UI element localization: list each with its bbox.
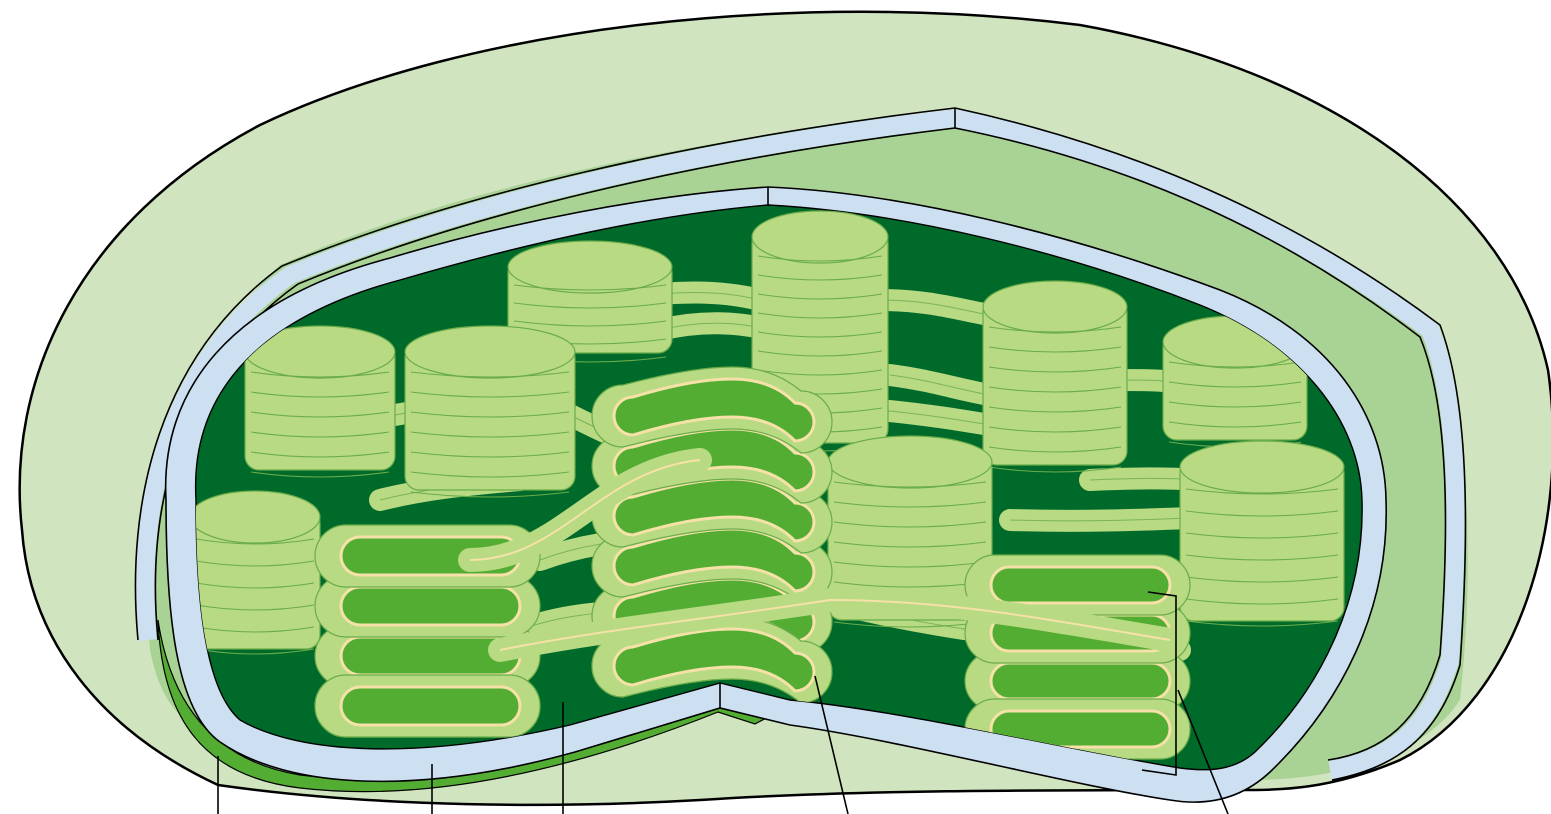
granum-stack (1180, 441, 1344, 626)
cut-granum-right (965, 555, 1190, 759)
thylakoid-lumen (991, 567, 1170, 603)
thylakoid-lumen (341, 587, 520, 625)
thylakoid-lumen (341, 687, 520, 725)
thylakoid-lumen (991, 663, 1170, 699)
granum-stack (190, 491, 320, 654)
cut-granum-center (592, 367, 832, 703)
granum-stack (245, 326, 395, 477)
granum-stack (405, 326, 575, 497)
granum-stack (983, 281, 1127, 472)
